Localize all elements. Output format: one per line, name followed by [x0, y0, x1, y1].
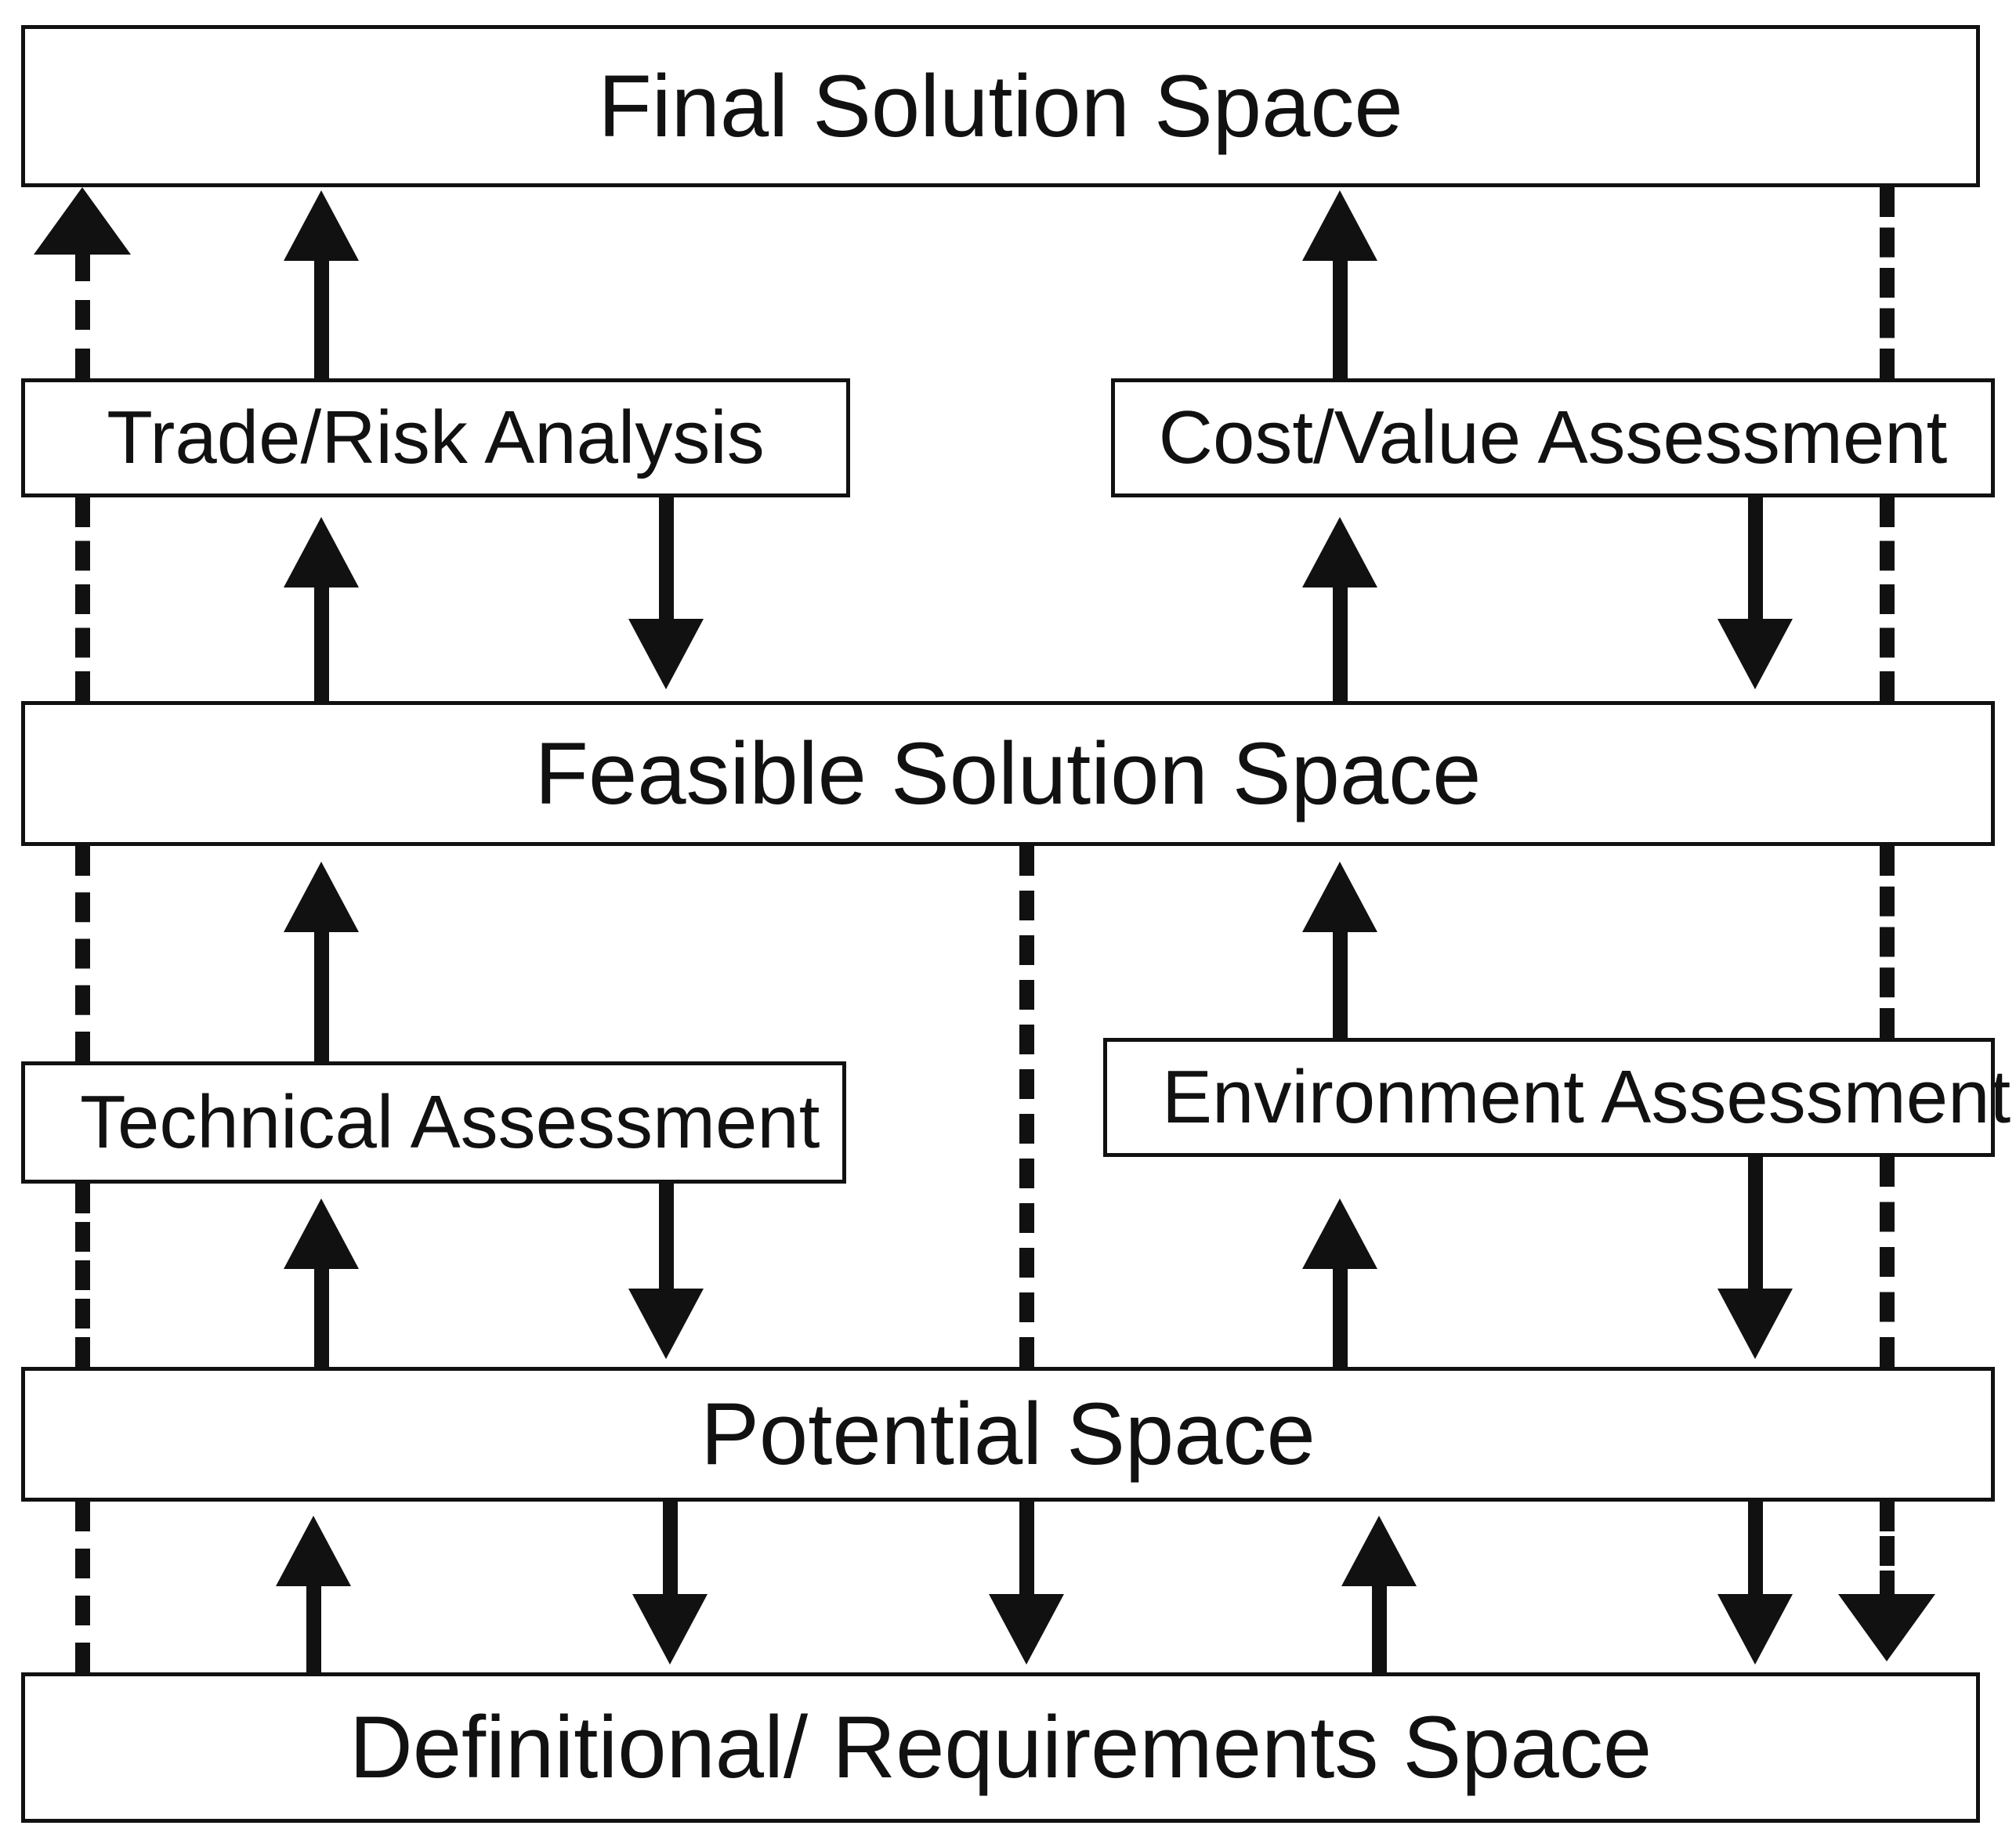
arrowhead-down — [628, 1289, 704, 1359]
arrowhead-up — [1302, 190, 1377, 261]
arrowhead-up — [276, 1516, 351, 1586]
connector-shaft — [74, 251, 90, 378]
connector-shaft — [1019, 1502, 1034, 1600]
node-label-trade: Trade/Risk Analysis — [107, 395, 765, 479]
node-environment: Environment Assessment — [1103, 1038, 2011, 1157]
arrowhead-down — [1717, 1289, 1793, 1359]
node-label-feasible: Feasible Solution Space — [534, 724, 1482, 822]
connector-shaft — [1879, 1502, 1895, 1600]
connector-shaft — [74, 1502, 90, 1672]
arrowhead-down — [632, 1594, 708, 1665]
connector-shaft — [74, 497, 90, 701]
connector-shaft — [1747, 1157, 1763, 1295]
node-final: Final Solution Space — [21, 25, 1980, 187]
connector-shaft — [1747, 497, 1763, 625]
node-label-definitional: Definitional/ Requirements Space — [349, 1698, 1652, 1797]
arrowhead-up — [1302, 517, 1377, 587]
connector-shaft — [1879, 1157, 1895, 1367]
connector-shaft — [1879, 187, 1895, 378]
connector-shaft — [306, 1580, 321, 1672]
node-label-technical: Technical Assessment — [80, 1079, 820, 1164]
node-feasible: Feasible Solution Space — [21, 701, 1995, 846]
node-cost: Cost/Value Assessment — [1111, 378, 1995, 497]
connector-shaft — [662, 1502, 678, 1600]
arrowhead-up — [284, 517, 359, 587]
node-technical: Technical Assessment — [21, 1061, 846, 1184]
arrowhead-up — [1302, 862, 1377, 932]
arrowhead-down — [628, 619, 704, 689]
connector-shaft — [313, 926, 329, 1061]
arrowhead-up — [284, 190, 359, 261]
arrowhead-up — [1302, 1198, 1377, 1269]
connector-shaft — [313, 1263, 329, 1367]
arrowhead-up — [284, 862, 359, 932]
connector-shaft — [1019, 846, 1034, 1367]
connector-shaft — [74, 1184, 90, 1367]
arrowhead-down — [1717, 619, 1793, 689]
connector-shaft — [1332, 581, 1348, 701]
node-trade: Trade/Risk Analysis — [21, 378, 850, 497]
connector-shaft — [1879, 846, 1895, 1038]
arrowhead-down — [1717, 1594, 1793, 1665]
arrowhead-down — [1838, 1594, 1935, 1661]
node-potential: Potential Space — [21, 1367, 1995, 1502]
node-definitional: Definitional/ Requirements Space — [21, 1672, 1980, 1823]
arrowhead-down — [989, 1594, 1064, 1665]
connector-shaft — [1747, 1502, 1763, 1600]
connector-shaft — [313, 255, 329, 378]
connector-shaft — [1879, 497, 1895, 701]
node-label-cost: Cost/Value Assessment — [1158, 395, 1948, 479]
connector-shaft — [658, 497, 674, 625]
connector-shaft — [1332, 255, 1348, 378]
connector-shaft — [74, 846, 90, 1061]
node-label-final: Final Solution Space — [598, 56, 1403, 155]
arrowhead-up — [284, 1198, 359, 1269]
connector-shaft — [1332, 926, 1348, 1038]
node-label-potential: Potential Space — [700, 1385, 1316, 1484]
connector-shaft — [313, 581, 329, 701]
connector-shaft — [1332, 1263, 1348, 1367]
arrowhead-up — [34, 187, 131, 255]
connector-shaft — [1371, 1580, 1387, 1672]
node-label-environment: Environment Assessment — [1162, 1054, 2011, 1139]
arrowhead-up — [1341, 1516, 1417, 1586]
connector-shaft — [658, 1184, 674, 1295]
